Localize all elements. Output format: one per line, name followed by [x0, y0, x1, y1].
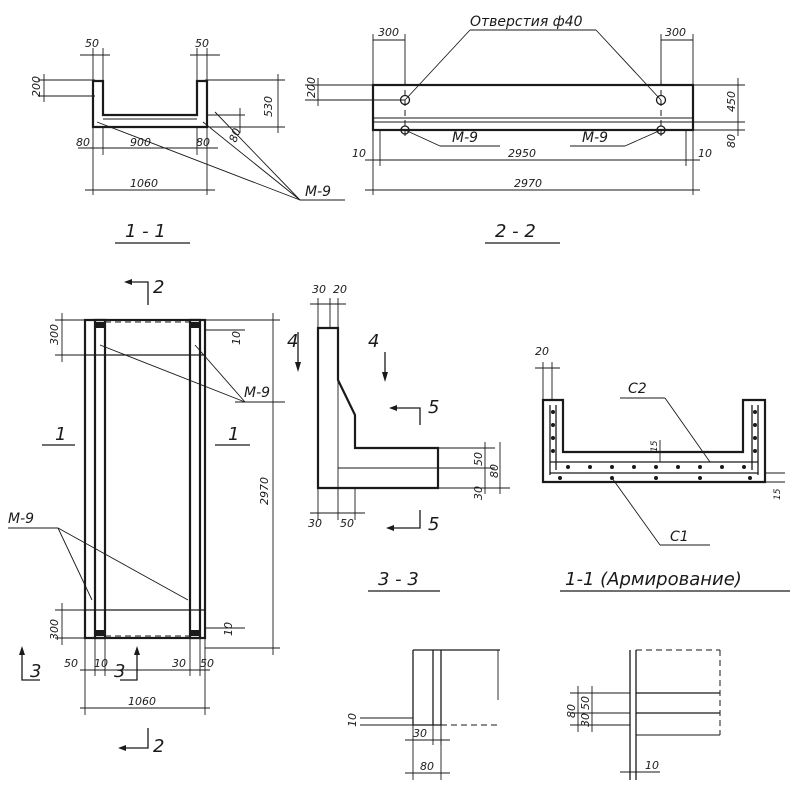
reinf-dim-15a: 15	[650, 440, 660, 452]
s33-dim-30-right: 30	[472, 486, 485, 500]
d5-dim-30: 30	[579, 713, 592, 727]
s22-mark-right: М-9	[582, 130, 608, 146]
s33-dim-30-top: 30	[312, 283, 326, 296]
detail-5: 80 30 50 10	[565, 649, 721, 780]
plan-dim-1060: 1060	[128, 695, 156, 708]
s11-dim-80b: 80	[196, 136, 210, 149]
s22-dim-10a: 10	[352, 147, 366, 160]
plan-cut2-bottom: 2	[153, 736, 164, 757]
s33-dim-50-right: 50	[472, 452, 485, 466]
section-1-1: 50 50 200 530 80 80 900 80 1060 М-9	[30, 37, 345, 244]
s22-mark-left: М-9	[452, 130, 478, 146]
plan-cut1-right: 1	[228, 424, 239, 445]
plan-mark-m9-right: М-9	[244, 385, 270, 401]
plan-dim-2970: 2970	[258, 477, 271, 505]
s33-cut5a: 5	[428, 397, 439, 418]
s33-cut4a: 4	[287, 331, 298, 352]
s22-dim-2970: 2970	[514, 177, 542, 190]
s22-title: 2 - 2	[495, 221, 536, 242]
s22-dim-300a: 300	[378, 26, 399, 39]
reinf-dim-15b: 15	[773, 488, 783, 500]
s22-dim-10b: 10	[698, 147, 712, 160]
plan-cut2-top: 2	[153, 277, 164, 298]
reinf-label-c1: С1	[670, 529, 689, 545]
plan-dim-10: 10	[94, 657, 108, 670]
plan-dim-300-bot: 300	[48, 619, 61, 640]
plan-dim-300-top: 300	[48, 324, 61, 345]
s33-cut4b: 4	[368, 331, 379, 352]
plan-view: 2 300 10 2970 М-9 1 1	[8, 277, 285, 757]
s22-hole-note: Отверстия ф40	[470, 14, 583, 30]
plan-dim-10-bot: 10	[222, 622, 235, 636]
rebar-dots	[551, 410, 757, 480]
s22-dim-450: 450	[725, 91, 738, 112]
s22-dim-200: 200	[305, 77, 318, 98]
plan-dim-50b: 50	[200, 657, 214, 670]
d5-dim-80: 80	[565, 704, 578, 718]
section-2-2: Отверстия ф40 300 300 200 450 80 М-9 М-9	[305, 14, 745, 244]
s11-dim-50a: 50	[85, 37, 99, 50]
d4-dim-80: 80	[420, 760, 434, 773]
plan-dim-10-top: 10	[230, 331, 243, 345]
s11-title: 1 - 1	[125, 221, 166, 242]
reinf-dim-20: 20	[535, 345, 549, 358]
plan-cut3-mid: 3	[114, 661, 125, 682]
s22-dim-300b: 300	[665, 26, 686, 39]
reinf-title: 1-1 (Армирование)	[565, 569, 742, 590]
s11-dim-530: 530	[262, 96, 275, 117]
s33-dim-50-bot: 50	[340, 517, 354, 530]
plan-mark-m9-left: М-9	[8, 511, 34, 527]
plan-dim-50a: 50	[64, 657, 78, 670]
plan-cut3-left: 3	[30, 661, 41, 682]
s33-cut5b: 5	[428, 514, 439, 535]
d5-dim-50: 50	[579, 696, 592, 710]
s33-dim-80-right: 80	[488, 464, 501, 478]
d4-dim-10: 10	[346, 713, 359, 727]
d4-dim-30: 30	[413, 727, 427, 740]
s22-dim-2950: 2950	[508, 147, 536, 160]
plan-dim-30: 30	[172, 657, 186, 670]
s22-dim-80: 80	[725, 134, 738, 148]
s11-dim-200: 200	[30, 76, 43, 97]
plan-cut1-left: 1	[55, 424, 66, 445]
s11-dim-50b: 50	[195, 37, 209, 50]
section-3-3: 30 20 4 4 5 50 80 30 30 50 5 3 - 3	[287, 283, 510, 592]
s33-dim-20-top: 20	[333, 283, 347, 296]
s11-dim-900: 900	[130, 136, 151, 149]
s11-mark-m9: М-9	[305, 184, 331, 200]
detail-4: 10 30 80	[346, 649, 500, 780]
s11-dim-80a: 80	[76, 136, 90, 149]
section-reinforcement: 20 С2 15 15 С1 1-1 (Армирование)	[535, 345, 790, 592]
s33-dim-30-bot: 30	[308, 517, 322, 530]
s11-dim-1060: 1060	[130, 177, 158, 190]
s33-title: 3 - 3	[378, 569, 419, 590]
reinf-label-c2: С2	[628, 381, 647, 397]
d5-dim-10: 10	[645, 759, 659, 772]
s11-dim-80-vert: 80	[227, 126, 244, 144]
